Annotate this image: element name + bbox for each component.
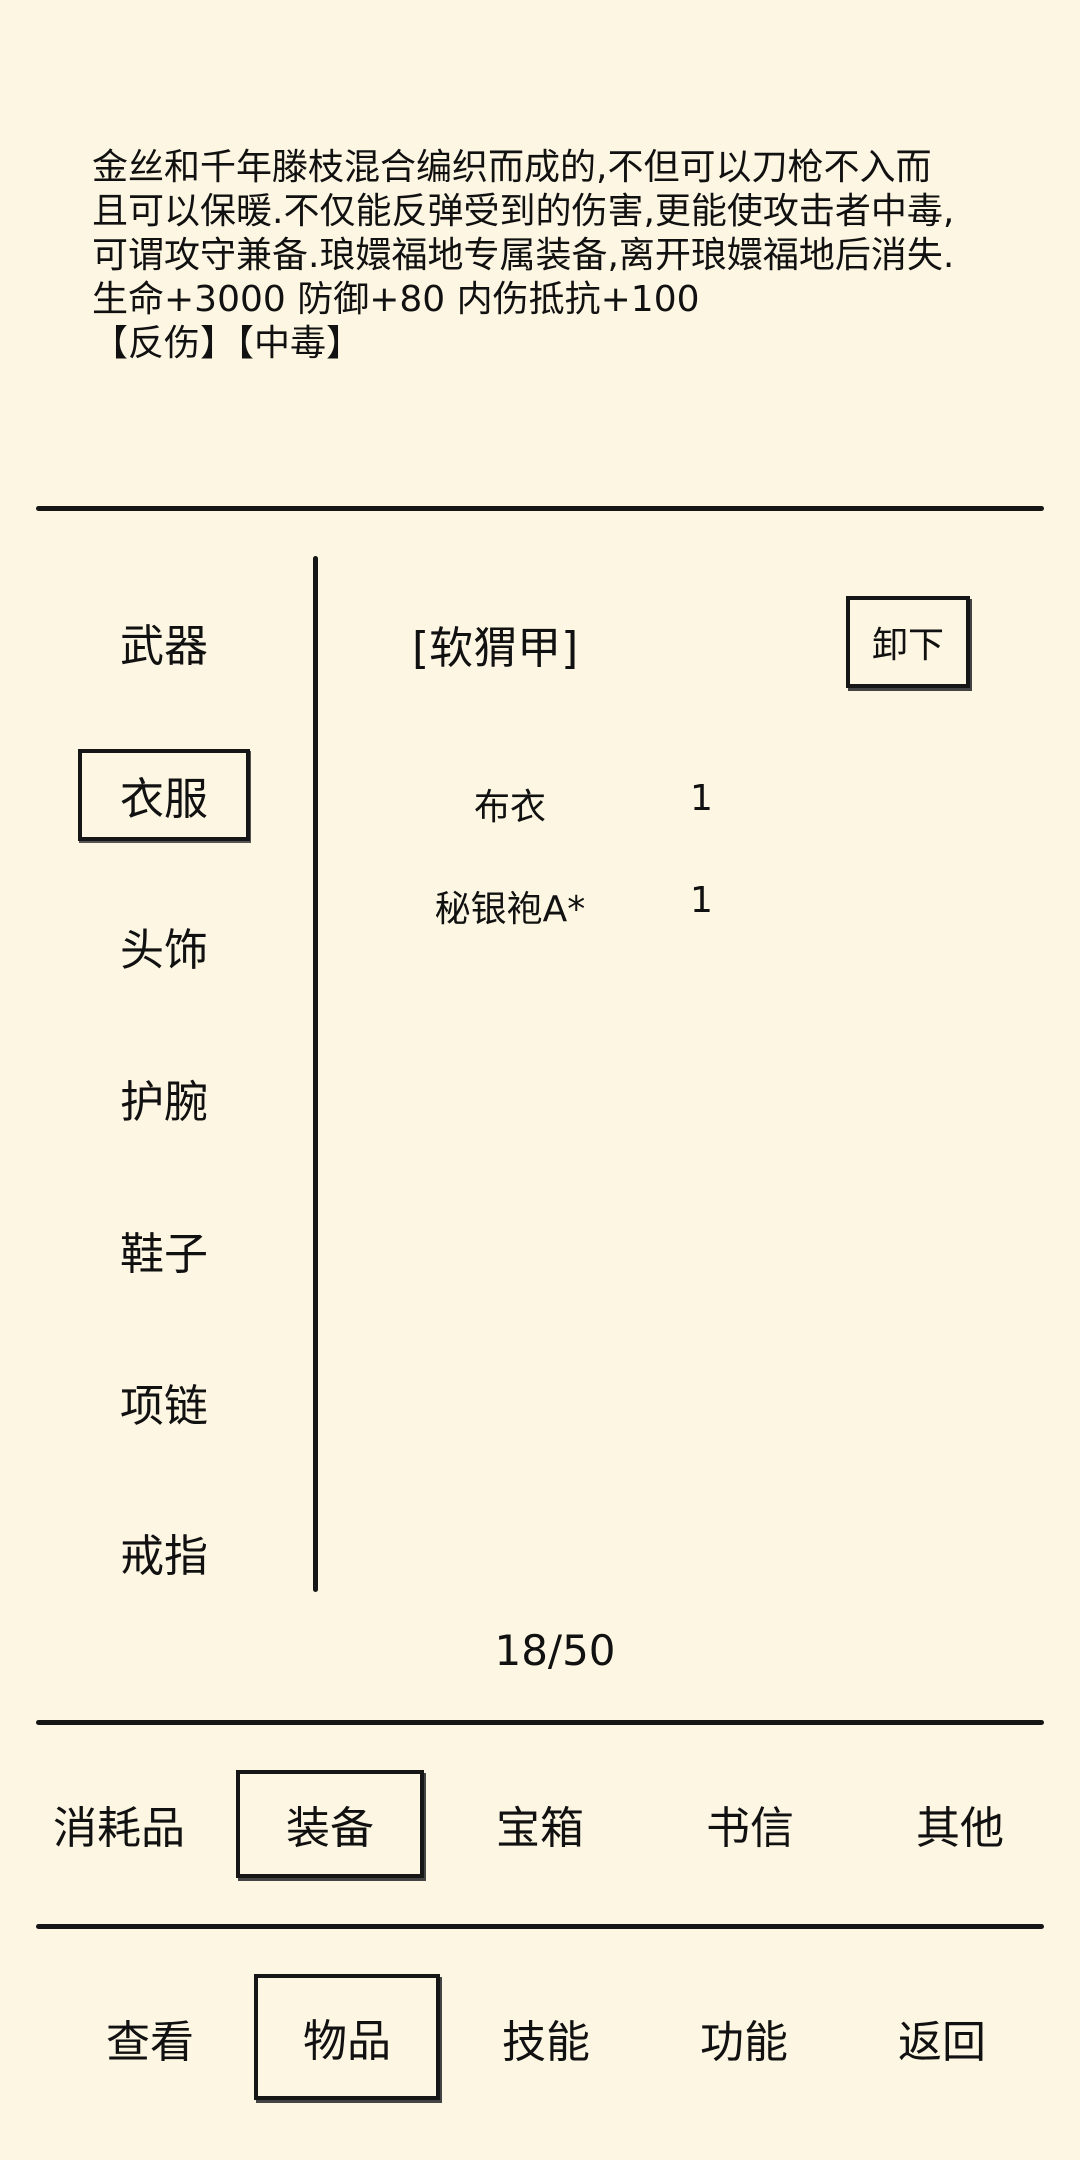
item-count: 1	[690, 778, 713, 819]
category-label: 鞋子	[120, 1229, 208, 1280]
category-label: 戒指	[120, 1531, 208, 1582]
category-weapon[interactable]: 武器	[78, 596, 250, 688]
tab-other[interactable]: 其他	[872, 1770, 1048, 1878]
description-line: 且可以保暖.不仅能反弹受到的伤害,更能使攻击者中毒,	[92, 191, 955, 232]
list-item[interactable]: 秘银袍A* 1	[400, 874, 780, 930]
category-label: 护腕	[120, 1077, 208, 1128]
tab-consumables[interactable]: 消耗品	[34, 1770, 204, 1878]
nav-label: 技能	[502, 2017, 590, 2068]
equipped-item-name: [软猬甲]	[412, 623, 579, 674]
category-label: 项链	[120, 1381, 208, 1432]
item-name: 布衣	[473, 787, 546, 828]
category-necklace[interactable]: 项链	[78, 1356, 250, 1448]
divider-bottom	[36, 1924, 1044, 1929]
item-effects: 【反伤】【中毒】	[92, 323, 363, 364]
divider-top	[36, 506, 1044, 511]
tab-label: 宝箱	[496, 1803, 584, 1854]
category-ring[interactable]: 戒指	[78, 1506, 250, 1598]
capacity-counter: 18/50	[494, 1626, 616, 1675]
nav-label: 返回	[898, 2017, 986, 2068]
tab-label: 消耗品	[53, 1803, 185, 1854]
nav-items[interactable]: 物品	[254, 1974, 440, 2100]
tab-label: 装备	[286, 1803, 374, 1854]
category-shoes[interactable]: 鞋子	[78, 1204, 250, 1296]
category-clothing[interactable]: 衣服	[78, 749, 250, 841]
divider-vertical	[313, 556, 318, 1592]
category-label: 衣服	[120, 774, 208, 825]
divider-middle	[36, 1720, 1044, 1725]
item-stats: 生命+3000 防御+80 内伤抵抗+100	[92, 279, 700, 320]
category-label: 武器	[120, 621, 208, 672]
category-label: 头饰	[120, 925, 208, 976]
nav-label: 查看	[106, 2017, 194, 2068]
item-name: 秘银袍A*	[434, 889, 586, 930]
unequip-button[interactable]: 卸下	[846, 596, 970, 688]
tab-label: 书信	[706, 1803, 794, 1854]
list-item[interactable]: 布衣 1	[400, 772, 780, 828]
nav-label: 物品	[303, 2016, 391, 2067]
nav-view[interactable]: 查看	[62, 1978, 238, 2098]
description-line: 金丝和千年滕枝混合编织而成的,不但可以刀枪不入而	[92, 147, 932, 188]
item-count: 1	[690, 880, 713, 921]
category-bracer[interactable]: 护腕	[78, 1052, 250, 1144]
tab-label: 其他	[916, 1803, 1004, 1854]
item-description: 金丝和千年滕枝混合编织而成的,不但可以刀枪不入而 且可以保暖.不仅能反弹受到的伤…	[92, 146, 1032, 366]
tab-equipment[interactable]: 装备	[236, 1770, 424, 1878]
nav-back[interactable]: 返回	[854, 1978, 1030, 2098]
nav-functions[interactable]: 功能	[656, 1978, 832, 2098]
description-line: 可谓攻守兼备.琅嬛福地专属装备,离开琅嬛福地后消失.	[92, 235, 955, 276]
tab-chests[interactable]: 宝箱	[452, 1770, 628, 1878]
tab-letters[interactable]: 书信	[662, 1770, 838, 1878]
nav-skills[interactable]: 技能	[458, 1978, 634, 2098]
category-headwear[interactable]: 头饰	[78, 900, 250, 992]
nav-label: 功能	[700, 2017, 788, 2068]
